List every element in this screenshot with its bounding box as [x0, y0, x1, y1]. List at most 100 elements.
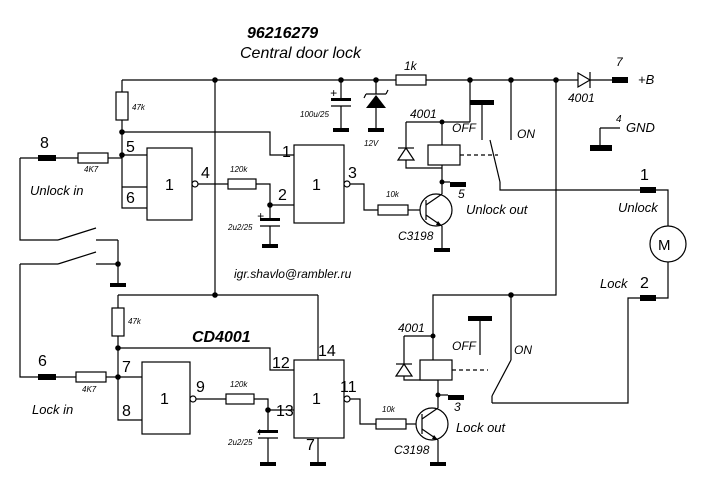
svg-text:+: + — [257, 209, 264, 223]
pin-lock[interactable] — [640, 295, 656, 301]
r120k-top-label: 120k — [230, 165, 248, 174]
svg-text:7: 7 — [306, 437, 315, 454]
svg-text:4: 4 — [201, 165, 210, 182]
r10k-top-label: 10k — [386, 190, 400, 199]
resistor-1k — [395, 74, 427, 86]
r47k-top-label: 47k — [132, 103, 146, 112]
relay-off-contact-bottom — [468, 316, 492, 321]
svg-text:3: 3 — [348, 165, 357, 182]
svg-text:1: 1 — [312, 391, 321, 408]
pin-gnd[interactable] — [590, 145, 612, 151]
unlock-label: Unlock — [618, 200, 659, 215]
svg-text:13: 13 — [276, 403, 294, 420]
diode-label: 4001 — [568, 91, 595, 105]
switch-upper[interactable] — [57, 227, 118, 241]
r10k-bottom-label: 10k — [382, 405, 396, 414]
capacitor-2u2-top — [260, 218, 280, 221]
svg-text:14: 14 — [318, 343, 336, 360]
unlock-out-label: Unlock out — [466, 202, 529, 217]
relay-diode-bottom-label: 4001 — [398, 321, 425, 335]
gate-1 — [146, 147, 193, 221]
relay-off-top: OFF — [452, 121, 477, 135]
pin-unlock-out[interactable] — [450, 182, 466, 187]
subtitle: Central door lock — [240, 45, 362, 62]
relay-coil-bottom — [419, 359, 453, 381]
relay-on-bottom: ON — [514, 343, 532, 357]
unlock-in-label: Unlock in — [30, 183, 83, 198]
relay-diode-top-label: 4001 — [410, 107, 437, 121]
gnd-label: GND — [626, 120, 655, 135]
c2u2-bottom-label: 2u2/25 — [227, 438, 253, 447]
r120k-bottom-label: 120k — [230, 380, 248, 389]
zener-12v — [363, 80, 389, 132]
relay-off-bottom: OFF — [452, 339, 477, 353]
svg-text:9: 9 — [196, 379, 205, 396]
resistor-47k-top — [115, 91, 129, 121]
switch-lower[interactable] — [57, 251, 118, 265]
pin-lock-in[interactable] — [38, 374, 56, 380]
svg-text:+: + — [256, 425, 263, 439]
svg-text:8: 8 — [122, 403, 131, 420]
ic-name: CD4001 — [192, 329, 251, 346]
gate-4 — [293, 359, 345, 439]
flyback-diode-top — [396, 146, 416, 161]
gate-2 — [293, 144, 345, 224]
plus-b-num: 7 — [616, 55, 624, 69]
pin-plus-b[interactable] — [612, 77, 628, 83]
svg-text:1: 1 — [165, 177, 174, 194]
title: 96216279 — [247, 25, 318, 42]
zener-label: 12V — [364, 139, 379, 148]
svg-text:+: + — [330, 86, 337, 100]
capacitor-2u2-bottom — [258, 430, 278, 433]
capacitor-100u — [331, 80, 351, 132]
svg-text:1: 1 — [282, 144, 291, 161]
transistor-top-label: C3198 — [398, 229, 434, 243]
resistor-120k-top — [227, 178, 257, 190]
svg-text:3: 3 — [454, 400, 461, 414]
transistor-top — [419, 168, 453, 248]
svg-text:1: 1 — [312, 177, 321, 194]
lock-out-label: Lock out — [456, 420, 507, 435]
c2u2-top-label: 2u2/25 — [227, 223, 253, 232]
motor-icon: M — [649, 225, 687, 263]
pin-unlock-in[interactable] — [38, 155, 56, 161]
lock-in-label: Lock in — [32, 402, 73, 417]
resistor-10k-bottom — [375, 418, 407, 430]
gnd-num: 4 — [616, 114, 622, 125]
pin-unlock[interactable] — [640, 187, 656, 193]
r-1k-label: 1k — [404, 59, 418, 73]
resistor-4k7-top — [77, 152, 109, 164]
r4k7-bottom-label: 4K7 — [82, 385, 97, 394]
svg-text:M: M — [658, 237, 671, 254]
resistor-4k7-bottom — [75, 371, 107, 383]
gate-3 — [141, 361, 191, 435]
svg-text:5: 5 — [458, 187, 465, 201]
r47k-bottom-label: 47k — [128, 317, 142, 326]
svg-text:6: 6 — [126, 190, 135, 207]
relay-off-contact-top — [470, 100, 494, 105]
r4k7-top-label: 4K7 — [84, 165, 99, 174]
relay-on-top: ON — [517, 127, 535, 141]
input-diode — [570, 71, 612, 89]
resistor-120k-bottom — [225, 393, 255, 405]
plus-b-label: +B — [638, 72, 655, 87]
author-email: igr.shavlo@rambler.ru — [234, 267, 352, 281]
svg-text:5: 5 — [126, 139, 135, 156]
relay-coil-top — [427, 144, 461, 166]
transistor-bottom-label: C3198 — [394, 443, 430, 457]
pin-lock-out[interactable] — [448, 395, 464, 400]
resistor-10k-top — [377, 204, 409, 216]
svg-text:6: 6 — [38, 353, 47, 370]
svg-text:1: 1 — [160, 391, 169, 408]
svg-text:12: 12 — [272, 355, 290, 372]
lock-label: Lock — [600, 276, 629, 291]
svg-text:2: 2 — [640, 275, 649, 292]
svg-text:1: 1 — [640, 167, 649, 184]
svg-text:11: 11 — [340, 379, 357, 396]
unlock-in-num: 8 — [40, 135, 49, 152]
resistor-47k-bottom — [111, 307, 125, 337]
cap-100u-label: 100u/25 — [300, 110, 329, 119]
flyback-diode-bottom — [394, 362, 414, 377]
svg-text:7: 7 — [122, 359, 131, 376]
